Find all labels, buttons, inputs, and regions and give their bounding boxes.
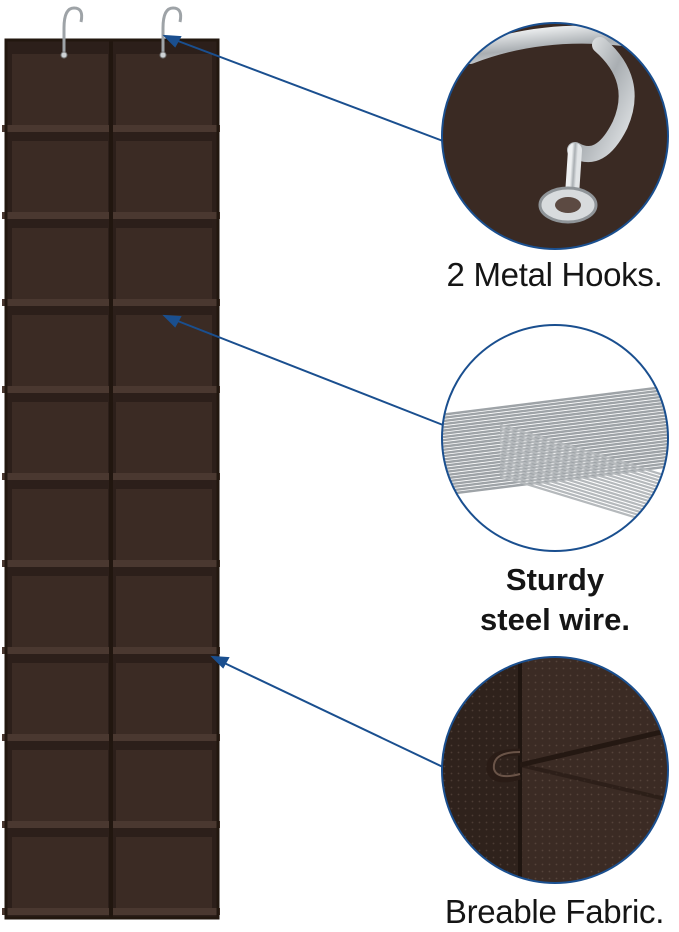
wire-strand: [442, 431, 668, 465]
hook-icon: [159, 6, 183, 59]
wire-strand: [499, 430, 668, 488]
caption-steel-wire: Sturdy steel wire.: [440, 560, 670, 640]
wire-strand: [442, 412, 668, 445]
cubby: [12, 750, 108, 821]
cubby: [116, 837, 212, 908]
cubby: [116, 54, 212, 125]
wire-strand: [442, 383, 668, 417]
caption-metal-hooks: 2 Metal Hooks.: [446, 256, 663, 293]
wire-strand: [499, 437, 668, 495]
wire-strand: [442, 396, 668, 429]
wire-strand: [442, 419, 668, 452]
detail-wire-circle: [441, 324, 669, 552]
cubby: [12, 54, 108, 125]
cubby: [12, 663, 108, 734]
cubby: [12, 402, 108, 473]
cubby: [116, 663, 212, 734]
caption-steel-wire-line2: steel wire.: [480, 602, 630, 637]
wire-strand: [442, 390, 668, 423]
pointer-arrows: [162, 34, 446, 769]
cubby: [12, 837, 108, 908]
wire-strand: [442, 428, 668, 461]
cubby: [116, 315, 212, 386]
wire-strand: [442, 393, 668, 426]
cubby: [12, 489, 108, 560]
cubby: [116, 750, 212, 821]
wire-strand: [499, 440, 668, 499]
caption-fabric: Breable Fabric.: [444, 893, 665, 930]
cubby: [12, 315, 108, 386]
cubby: [12, 228, 108, 299]
wire-strand: [442, 387, 668, 420]
wire-strand: [499, 447, 668, 505]
caption-steel-wire-line1: Sturdy: [505, 562, 605, 597]
cubby: [116, 489, 212, 560]
wire-strand: [499, 423, 668, 482]
wire-strand: [442, 409, 668, 442]
wire-strand: [499, 444, 668, 502]
cubby: [116, 228, 212, 299]
wire-strand: [442, 415, 668, 449]
cubby: [12, 141, 108, 212]
wire-strand: [442, 403, 668, 436]
wire-strand: [442, 425, 668, 458]
cubby: [116, 402, 212, 473]
cubby: [116, 576, 212, 647]
cubby: [116, 141, 212, 212]
shoe-organizer: [2, 38, 220, 920]
wire-strand: [442, 422, 668, 455]
detail-fabric-circle: [441, 656, 669, 884]
wire-strand: [499, 434, 668, 492]
organizer-outline: [4, 38, 220, 920]
wire-strand: [442, 406, 668, 439]
wire-strand: [499, 427, 668, 485]
hook-icon: [60, 6, 84, 59]
detail-hook-circle: [441, 22, 669, 250]
wire-strand: [442, 399, 668, 433]
cubby: [12, 576, 108, 647]
